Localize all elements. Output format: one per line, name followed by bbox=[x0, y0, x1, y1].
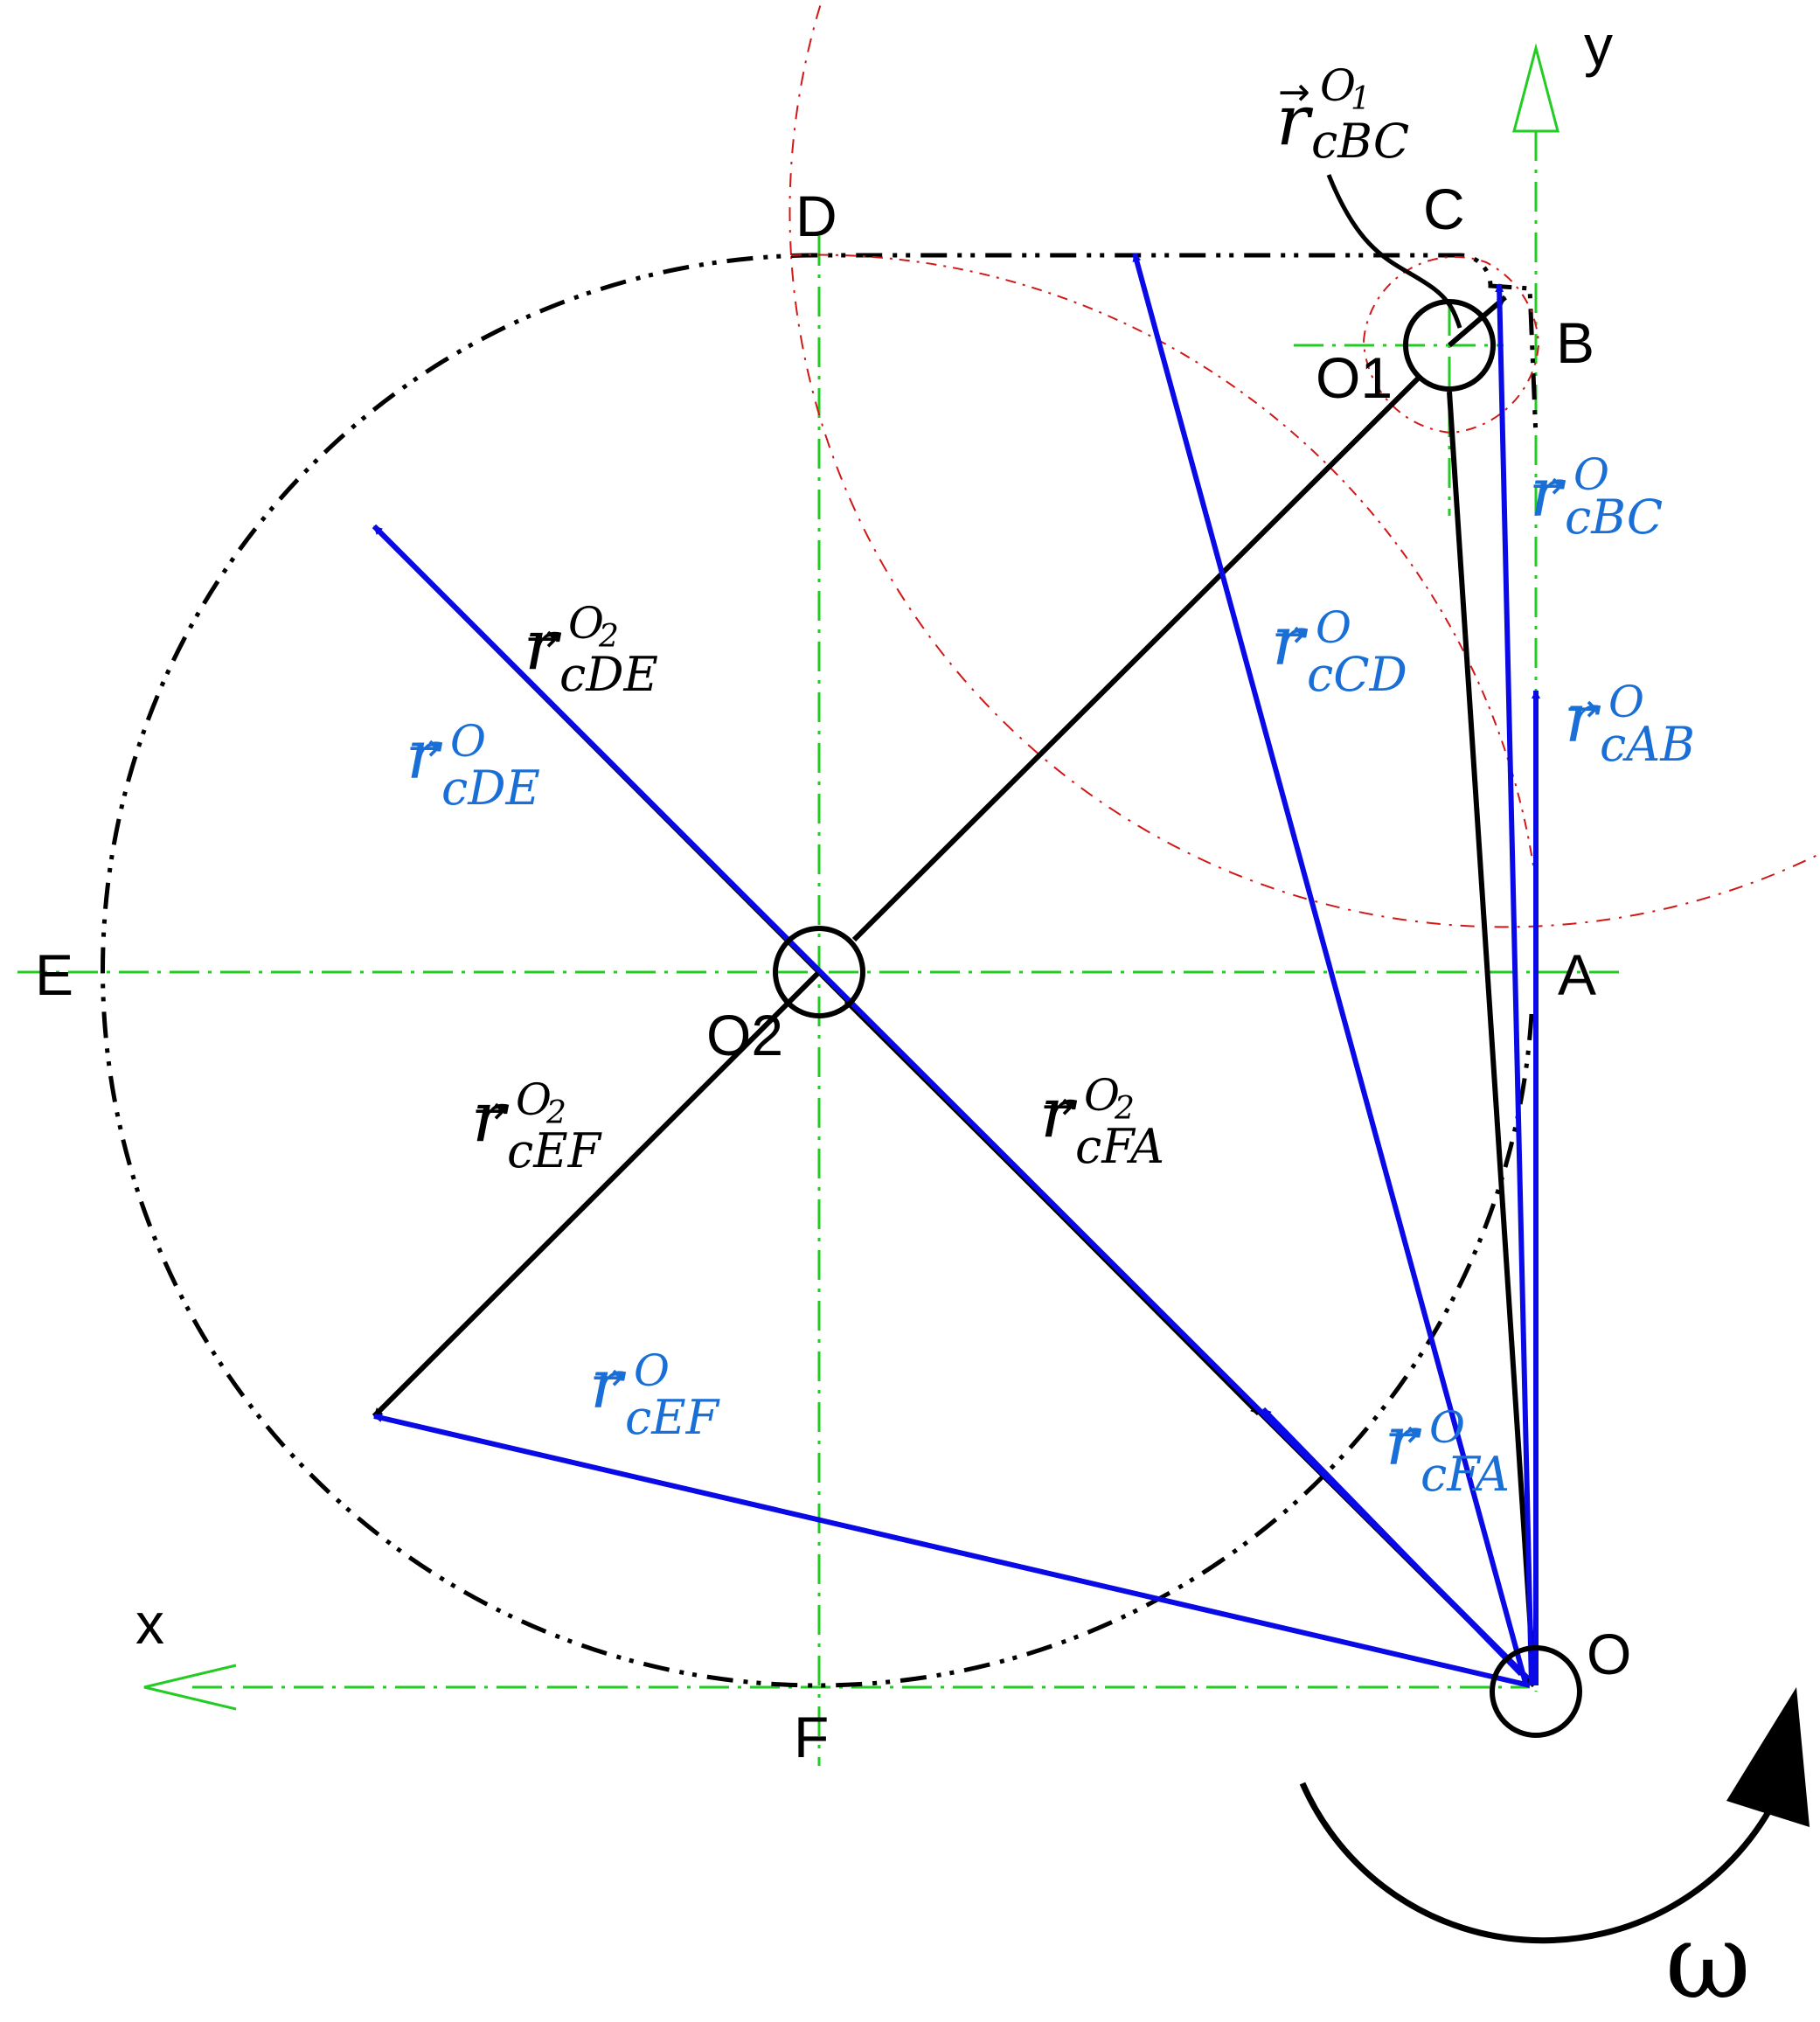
arrow-accent: → bbox=[592, 1355, 624, 1400]
arrow-accent: → bbox=[526, 616, 559, 661]
sup: O bbox=[634, 1345, 670, 1396]
path-red-thin bbox=[788, 0, 1820, 928]
label-axis-y: y bbox=[1584, 13, 1613, 78]
label-r-cef-o: → r cEF O bbox=[590, 1345, 721, 1445]
arrow-accent: → bbox=[1274, 612, 1306, 657]
supsub: 2 bbox=[545, 1095, 566, 1131]
point-labels: D C B O1 E A O2 F O x y bbox=[35, 13, 1631, 1769]
sup: O bbox=[1084, 1070, 1120, 1121]
arrow-accent: → bbox=[1566, 686, 1599, 731]
label-r-ccd-o: → r cCD O bbox=[1272, 602, 1407, 702]
label-point-o1: O1 bbox=[1316, 345, 1393, 410]
sub: cAB bbox=[1600, 717, 1695, 772]
label-r-cfa-o: → r cFA O bbox=[1386, 1402, 1510, 1502]
arrow-accent: → bbox=[1532, 463, 1564, 508]
vector-o-to-cef bbox=[373, 1414, 1531, 1688]
label-point-o2: O2 bbox=[706, 1003, 783, 1067]
arrow-accent: → bbox=[408, 726, 441, 770]
label-r-cbc-o: → r cBC O bbox=[1530, 449, 1663, 545]
omega-arrowhead bbox=[1726, 1687, 1810, 1827]
supsub: 2 bbox=[1114, 1091, 1135, 1127]
arc-o1 bbox=[1363, 255, 1540, 434]
omega-arc bbox=[1299, 1782, 1778, 1944]
vector-o1-to-cbc bbox=[1448, 295, 1507, 348]
base: r bbox=[1276, 80, 1314, 161]
vector-o-to-ccd bbox=[1132, 253, 1528, 1684]
pivot-o2 bbox=[773, 926, 865, 1018]
sub: cDE bbox=[559, 647, 658, 702]
pivots bbox=[773, 299, 1582, 1738]
arrow-accent: → bbox=[1278, 70, 1310, 115]
sub: cFA bbox=[1075, 1119, 1164, 1174]
vector-labels: → r cBC O 1 → r cBC O → r cCD O → r cAB … bbox=[406, 60, 1695, 1502]
label-point-c: C bbox=[1423, 177, 1465, 241]
path-outline bbox=[101, 0, 1820, 1688]
x-axis-arrowhead bbox=[143, 1664, 237, 1711]
sup: O bbox=[1320, 60, 1356, 111]
arrow-accent: → bbox=[474, 1088, 506, 1133]
label-point-f: F bbox=[794, 1705, 829, 1769]
blue-vectors bbox=[372, 253, 1540, 1688]
sup: O bbox=[1429, 1402, 1465, 1453]
label-point-o: O bbox=[1587, 1622, 1631, 1686]
base: r bbox=[1565, 679, 1601, 758]
base: r bbox=[1272, 602, 1309, 681]
sub: cEF bbox=[625, 1390, 721, 1445]
pivot-o bbox=[1490, 1645, 1582, 1738]
label-r-cde-o2: → r cDE O 2 bbox=[524, 598, 658, 702]
base: r bbox=[524, 604, 562, 685]
label-r-cef-o2: → r cEF O 2 bbox=[472, 1074, 603, 1178]
supsub: 2 bbox=[598, 619, 619, 655]
leader-r-cbc-o1 bbox=[1326, 174, 1462, 329]
sup: O bbox=[450, 716, 486, 767]
vector-o-to-o1 bbox=[1447, 391, 1537, 1686]
sub: cCD bbox=[1307, 647, 1407, 702]
base: r bbox=[1386, 1402, 1422, 1481]
arrow-accent: → bbox=[1042, 1084, 1074, 1129]
sub: cEF bbox=[507, 1123, 603, 1178]
label-omega: ω bbox=[1665, 1901, 1751, 2022]
label-r-cab-o: → r cAB O bbox=[1565, 677, 1695, 772]
label-point-e: E bbox=[35, 942, 73, 1007]
base: r bbox=[1040, 1072, 1078, 1153]
pivot-o1 bbox=[1403, 299, 1496, 392]
sup: O bbox=[568, 598, 604, 649]
arc-cd-to-ab bbox=[790, 254, 1537, 884]
label-r-cde-o: → r cDE O bbox=[406, 716, 540, 816]
label-r-cfa-o2: → r cFA O 2 bbox=[1040, 1070, 1164, 1174]
sup: O bbox=[1316, 602, 1351, 653]
sup: O bbox=[1608, 677, 1644, 727]
base: r bbox=[472, 1076, 510, 1157]
label-point-a: A bbox=[1558, 942, 1596, 1007]
vector-o2-to-cef bbox=[372, 969, 822, 1419]
sub: cDE bbox=[441, 761, 540, 816]
label-point-b: B bbox=[1556, 310, 1594, 375]
sub: cBC bbox=[1565, 490, 1663, 545]
y-axis-arrowhead bbox=[1512, 43, 1560, 133]
axis-arrows bbox=[143, 43, 1560, 1711]
base: r bbox=[590, 1345, 627, 1424]
vector-o-to-cfa bbox=[1261, 1407, 1524, 1677]
sub: cBC bbox=[1311, 114, 1409, 169]
sub: cFA bbox=[1421, 1447, 1510, 1502]
omega-rotation bbox=[1299, 1687, 1810, 1944]
detail-arcs bbox=[790, 254, 1540, 884]
base: r bbox=[406, 716, 443, 795]
vector-o2-to-o1 bbox=[851, 373, 1423, 942]
sup: O bbox=[1573, 449, 1609, 500]
path-black-contour bbox=[101, 253, 1539, 1688]
label-r-cbc-o1: → r cBC O 1 bbox=[1276, 60, 1409, 169]
label-point-d: D bbox=[795, 184, 837, 248]
arrow-accent: → bbox=[1387, 1412, 1420, 1456]
supsub: 1 bbox=[1351, 81, 1371, 117]
sup: O bbox=[516, 1074, 552, 1125]
base: r bbox=[1530, 454, 1566, 532]
label-axis-x: x bbox=[135, 1591, 164, 1656]
vector-o-to-cbc bbox=[1495, 283, 1534, 1686]
